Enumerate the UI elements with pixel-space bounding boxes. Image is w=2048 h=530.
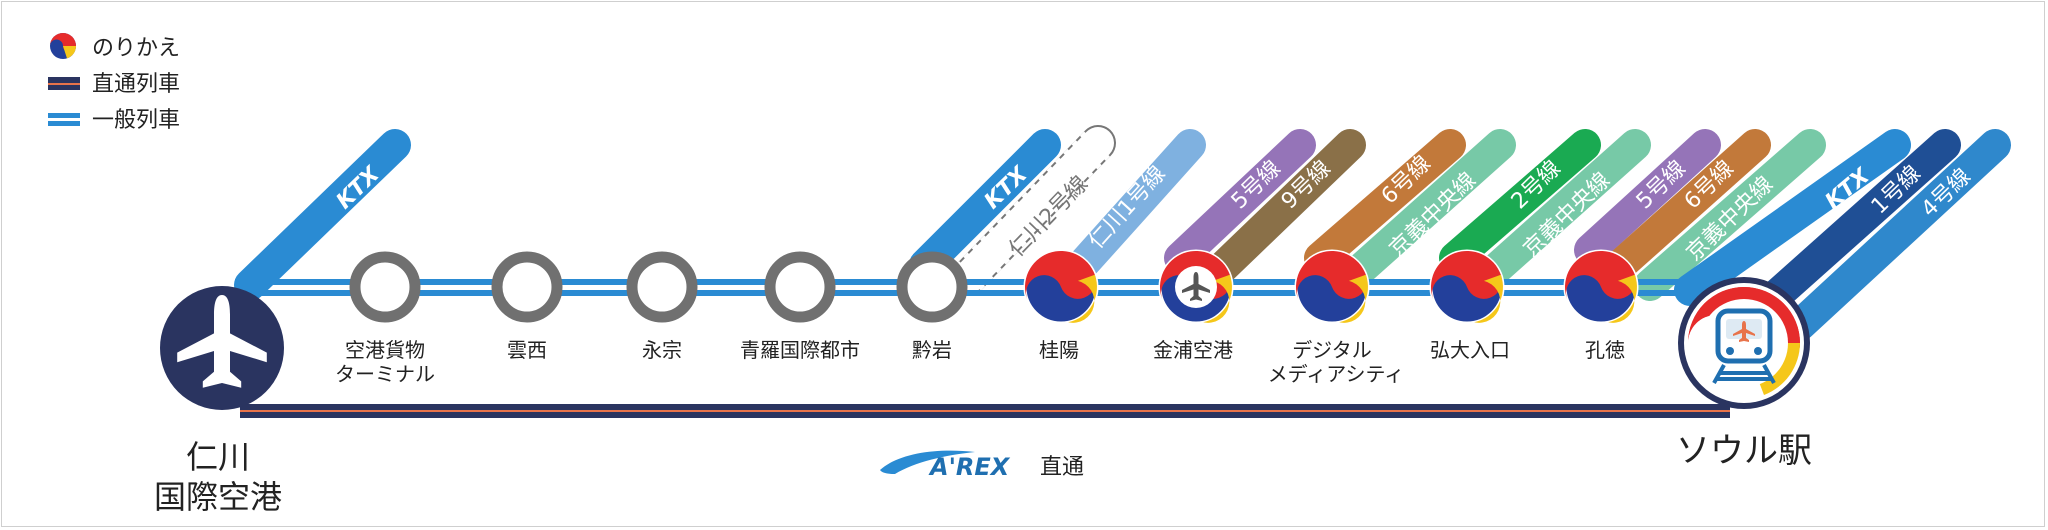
band-line2 — [1439, 129, 1601, 274]
arex-express-label: 直通 — [1040, 455, 1084, 480]
station-incheon-name-1: 仁川 — [186, 438, 250, 476]
legend-transfer-icon — [50, 33, 77, 59]
band-incheon2-dashed — [950, 125, 1116, 296]
station-dmc-name-1: デジタル — [1292, 338, 1372, 362]
station-gongdeok-marker[interactable] — [1555, 241, 1641, 325]
station-gimpo-name: 金浦空港 — [1153, 338, 1233, 362]
band-ktx-geomam — [909, 129, 1061, 281]
station-gongdeok-name: 孔徳 — [1585, 338, 1625, 362]
station-gyeyang-marker[interactable] — [1015, 241, 1101, 325]
station-gyeyang-name: 桂陽 — [1039, 338, 1079, 362]
station-cargo-name-2: ターミナル — [335, 362, 435, 386]
band-line5-gongdeok — [1574, 129, 1721, 266]
arex-logo-text: A'REX — [928, 453, 1011, 481]
band-gyeongui-hongdae — [1479, 129, 1651, 286]
station-incheon-name-2: 国際空港 — [154, 478, 282, 516]
station-dmc-marker[interactable] — [1286, 241, 1372, 325]
legend-express-label: 直通列車 — [92, 72, 180, 97]
station-labels: 空港貨物 ターミナル 雲西 永宗 青羅国際都市 黔岩 桂陽 金浦空港 デジタル … — [154, 338, 1812, 516]
legend-local-swatch — [48, 113, 80, 126]
arex-swoosh-icon — [880, 450, 975, 474]
train-icon — [1712, 308, 1776, 384]
station-unseo-marker[interactable] — [491, 251, 563, 323]
station-hongdae-name: 弘大入口 — [1430, 338, 1510, 362]
legend-express-swatch — [48, 77, 80, 90]
station-seoul-name: ソウル駅 — [1676, 431, 1812, 471]
station-cargo-name-1: 空港貨物 — [345, 338, 425, 362]
band-line4 — [1784, 129, 2011, 341]
station-dmc-name-2: メディアシティ — [1268, 362, 1405, 386]
arex-logo: A'REX 直通 — [880, 450, 1084, 481]
gimpo-airplane-icon — [1175, 266, 1217, 308]
station-geomam-name: 黔岩 — [912, 338, 952, 362]
label-incheon1: 仁川1号線 — [1084, 161, 1171, 254]
legend: のりかえ 直通列車 一般列車 — [48, 33, 180, 133]
legend-transfer-label: のりかえ — [92, 36, 180, 61]
station-hongdae-marker[interactable] — [1421, 241, 1507, 325]
band-line1 — [1744, 129, 1961, 326]
airplane-icon — [177, 295, 267, 388]
station-yeongjong-name: 永宗 — [642, 338, 682, 362]
band-ktx-airport — [234, 129, 411, 301]
station-cheongna-marker[interactable] — [764, 251, 836, 323]
station-cheongna-name: 青羅国際都市 — [740, 338, 860, 362]
station-geomam-marker[interactable] — [896, 251, 968, 323]
band-line5-gimpo — [1164, 129, 1316, 274]
local-stations — [349, 251, 968, 323]
station-unseo-name: 雲西 — [507, 338, 547, 362]
band-gyeongui-dmc — [1344, 129, 1516, 286]
legend-local-label: 一般列車 — [92, 108, 180, 133]
band-incheon1 — [1069, 129, 1206, 278]
station-cargo-marker[interactable] — [349, 251, 421, 323]
band-gyeongui-gongdeok — [1634, 129, 1826, 301]
express-line — [240, 404, 1730, 418]
band-ktx-seoul — [1674, 129, 1911, 306]
band-line9 — [1204, 129, 1366, 286]
station-yeongjong-marker[interactable] — [626, 251, 698, 323]
terminal-seoul-station[interactable] — [1678, 277, 1810, 409]
band-line6-dmc — [1304, 129, 1466, 274]
local-line — [235, 279, 1735, 296]
terminal-incheon-airport[interactable] — [160, 286, 284, 410]
band-line6-gongdeok — [1599, 129, 1771, 286]
